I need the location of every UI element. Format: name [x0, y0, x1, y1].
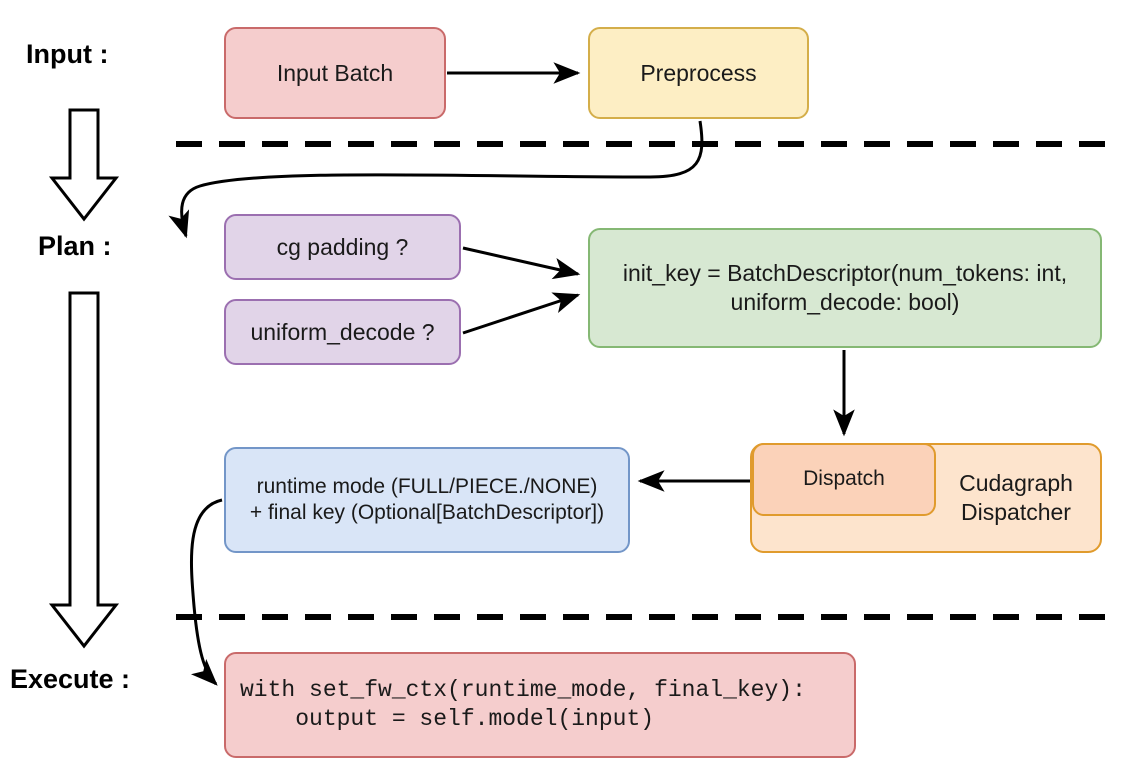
edge-uniform-decode-to-init-key: [462, 292, 581, 335]
node-input-batch[interactable]: Input Batch: [224, 27, 446, 119]
stage-label-execute: Execute :: [10, 664, 131, 694]
plan-to-execute-block-arrow: [48, 291, 120, 649]
node-init-key-batch-descriptor[interactable]: init_key = BatchDescriptor(num_tokens: i…: [588, 228, 1102, 348]
edge-runtime-mode-to-exec-code: [189, 498, 223, 686]
stage-label-plan: Plan :: [38, 231, 112, 261]
input-to-plan-block-arrow: [48, 108, 120, 222]
node-execute-code-block[interactable]: with set_fw_ctx(runtime_mode, final_key)…: [224, 652, 856, 758]
node-cg-padding[interactable]: cg padding ?: [224, 214, 461, 280]
node-runtime-mode-final-key[interactable]: runtime mode (FULL/PIECE./NONE) + final …: [224, 447, 630, 553]
edge-preprocess-to-cg-padding: [168, 120, 704, 239]
node-preprocess[interactable]: Preprocess: [588, 27, 809, 119]
node-uniform-decode[interactable]: uniform_decode ?: [224, 299, 461, 365]
stage-label-input: Input :: [26, 39, 109, 69]
edge-cg-padding-to-init-key: [462, 246, 581, 280]
node-dispatch[interactable]: Dispatch: [752, 443, 936, 516]
